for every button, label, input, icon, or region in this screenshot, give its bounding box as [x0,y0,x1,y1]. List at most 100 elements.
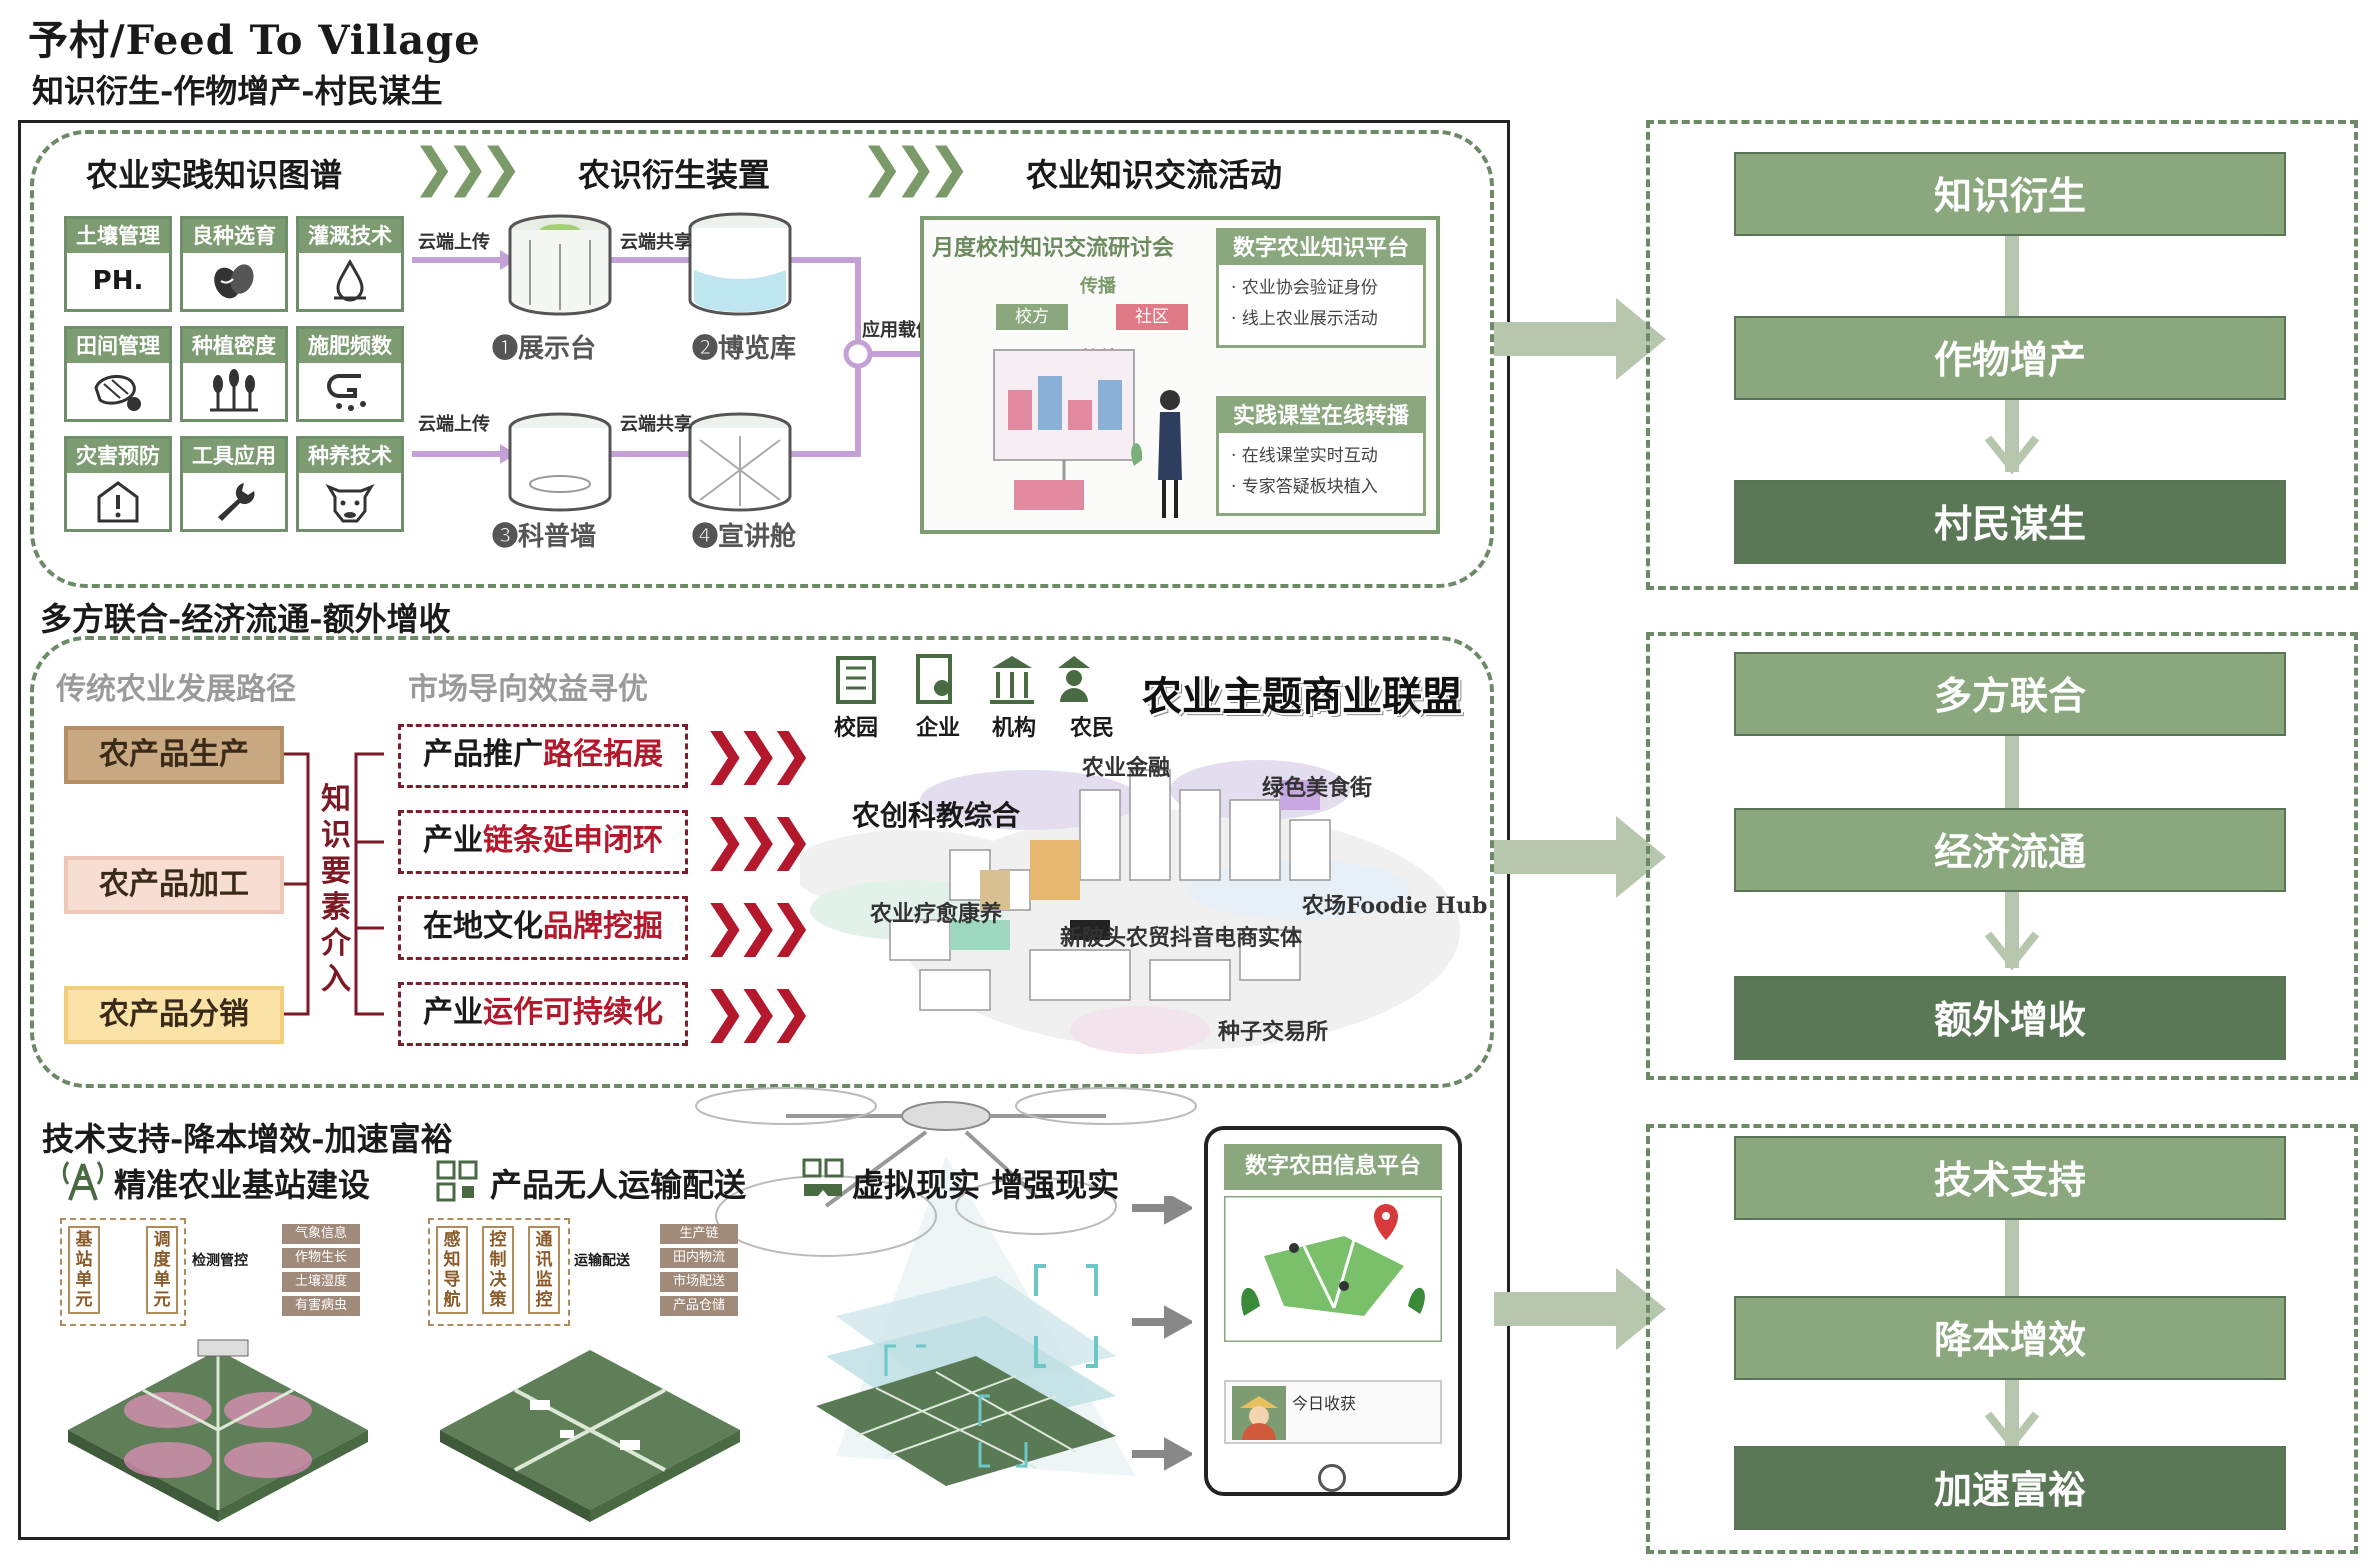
delivery-field-illustration [440,1350,740,1522]
cow-icon [325,483,375,523]
map-label-finance: 农业金融 [1082,755,1171,781]
chevron-right-icon: ❯❯❯ [702,722,814,785]
spread-label: 传播 [1080,276,1116,297]
knowledge-bracket [284,752,384,1016]
map-label-wellness: 农业疗愈康养 [870,901,1003,927]
arrow-stack-icon [1132,1196,1192,1471]
business-alliance-title: 农业主题商业联盟 [1142,673,1462,720]
stakeholder-label: 企业 [915,715,960,741]
monitor-control-label: 检测管控 [192,1253,248,1269]
lecture-pod-device [688,412,792,512]
device-label-display: ❶展示台 [492,334,597,364]
fertilizer-icon [327,374,366,411]
warning-house-icon [97,481,139,523]
transport-label: 运输配送 [574,1253,630,1269]
school-icon [836,656,876,704]
digital-platform-card: 数字农业知识平台 · 农业协会验证身份 · 线上农业展示活动 [1216,228,1426,348]
wrench-icon [218,483,255,521]
school-tag: 校方 [996,304,1068,330]
chevron-right-icon: ❯❯❯ [702,980,814,1043]
expo-library-device [688,212,792,316]
map-label-complex: 农创科教综合 [852,799,1021,832]
chevron-right-icon: ❯❯❯ [702,808,814,871]
main-frame [18,120,1510,1540]
stakeholder-label: 机构 [991,715,1036,741]
cloud-share-label: 云端共享 [620,232,692,253]
outcome-group-technology [1646,1124,2358,1554]
device-label-pod: ❹宣讲舱 [692,522,797,552]
chevron-right-icon: ❯❯❯ [412,138,523,198]
antenna-tower-icon [62,1161,104,1201]
outcome-step: 知识衍生 [1734,152,2286,236]
delivery-tags: 生产链 田内物流 市场配送 产品仓储 [660,1224,738,1320]
qr-delivery-icon [436,1160,478,1202]
home-button-icon[interactable] [1318,1464,1346,1492]
map-label-hub: 农场Foodie Hub [1302,893,1488,919]
map-label-seed: 种子交易所 [1218,1019,1329,1045]
market-item-sustain: 产业运作可持续化 [398,982,688,1046]
page-subtitle: 知识衍生-作物增产-村民谋生 [32,72,443,110]
delivery-diagram [428,1218,570,1326]
knowledge-cell-field: 田间管理 [64,326,172,422]
chevron-right-icon: ❯❯❯ [702,894,814,957]
market-item-promotion: 产品推广路径拓展 [398,724,688,788]
farmer-icon [1058,656,1090,702]
comm-monitor-box: 通讯监控 [528,1226,560,1314]
product-processing-box: 农产品加工 [64,856,284,914]
knowledge-cell-irrigation: 灌溉技术 [296,216,404,312]
app-carrier-label: 应用载体 [862,320,934,341]
section2-heading: 多方联合-经济流通-额外增收 [40,600,451,638]
cloud-share-label: 云端共享 [620,414,692,435]
chevron-right-icon: ❯❯❯ [860,138,971,198]
enterprise-icon [916,654,952,704]
market-item-chain: 产业链条延申闭环 [398,810,688,874]
section-economy-frame [30,636,1494,1088]
arrow-right-icon [1494,298,1666,380]
section3-heading: 技术支持-降本增效-加速富裕 [42,1120,453,1158]
stage-knowledge-map: 农业实践知识图谱 [86,156,343,194]
stage-exchange-activity: 农业知识交流活动 [1026,156,1283,194]
device-label-wall: ❸科普墙 [492,522,597,552]
outcome-step: 降本增效 [1734,1296,2286,1380]
district-map [800,760,1460,1054]
device-label-library: ❷博览库 [692,334,797,364]
cloud-upload-label: 云端上传 [418,232,490,253]
farmer-avatar-icon [1232,1386,1286,1440]
seminar-illustration [993,349,1182,518]
traditional-path-label: 传统农业发展路径 [56,672,296,707]
knowledge-factor-vertical: 知 识 要 素 介 入 [321,782,351,997]
perception-nav-box: 感知导航 [436,1226,468,1314]
seminar-title: 月度校村知识交流研讨会 [932,235,1175,261]
control-decision-box: 控制决策 [482,1226,514,1314]
station-field-illustration [68,1339,368,1522]
stage-derivation-device: 农识衍生装置 [578,156,771,194]
section-knowledge-frame [30,130,1494,588]
vr-ar-title: 虚拟现实 增强现实 [852,1166,1120,1204]
farm-platform-title[interactable]: 数字农田信息平台 [1224,1144,1442,1190]
seed-icon [214,264,254,299]
outcome-group-knowledge [1646,120,2358,590]
harvest-card[interactable]: 今日收获 [1224,1380,1442,1444]
arrow-right-icon [1494,816,1666,898]
outcome-group-economy [1646,632,2358,1080]
product-production-box: 农产品生产 [64,726,284,784]
station-diagram [60,1218,186,1326]
cloud-upload-label: 云端上传 [418,414,490,435]
knowledge-cell-seed: 良种选育 [180,216,288,312]
field-map-icon [94,375,141,411]
display-stand-device [508,214,612,316]
outcome-step: 多方联合 [1734,652,2286,736]
outcome-step: 技术支持 [1734,1136,2286,1220]
live-class-card: 实践课堂在线转播 · 在线课堂实时互动 · 专家答疑板块植入 [1216,396,1426,516]
station-unit-box: 基站单元 [68,1226,100,1314]
knowledge-cell-soil: 土壤管理 PH. [64,216,172,312]
page-title: 予村/Feed To Village [28,17,481,64]
institution-icon [990,656,1034,704]
device-connections [412,212,920,512]
knowledge-cell-disaster: 灾害预防 [64,436,172,532]
wheat-icon [210,369,258,412]
outcome-step: 加速富裕 [1734,1446,2286,1530]
map-label-ecommerce: 新陂头农贸抖音电商实体 [1060,925,1303,951]
precision-station-title: 精准农业基站建设 [114,1166,371,1204]
ph-icon: PH. [92,266,144,296]
